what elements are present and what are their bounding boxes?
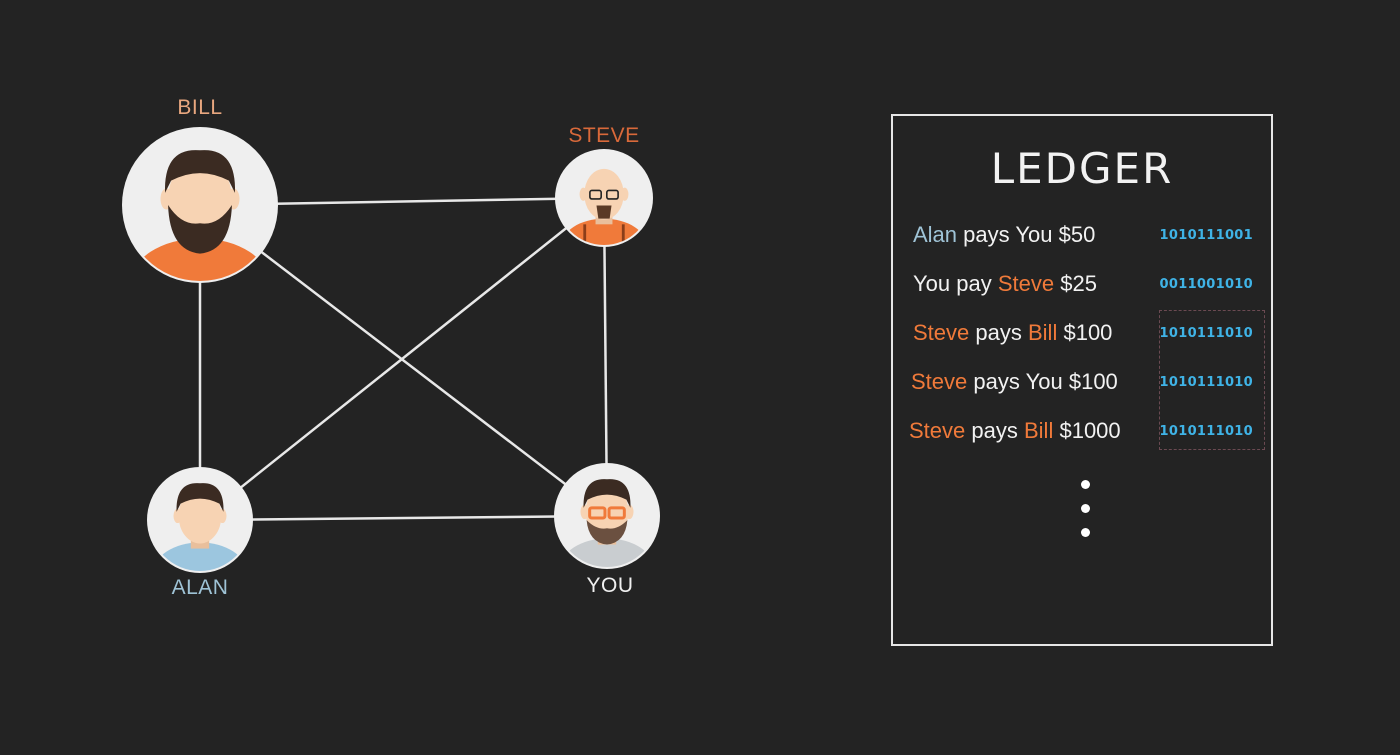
entry-verb: pays bbox=[971, 418, 1018, 443]
ledger-entry: Steve pays You $100 bbox=[911, 369, 1118, 395]
ledger-title: LEDGER bbox=[990, 144, 1174, 193]
entry-amount: $100 bbox=[1068, 369, 1118, 394]
entry-payer: You bbox=[913, 271, 951, 296]
avatar-you bbox=[554, 463, 660, 569]
entry-amount: $50 bbox=[1058, 222, 1096, 247]
edge-steve-alan bbox=[199, 197, 605, 521]
entry-payer: Steve bbox=[911, 369, 968, 394]
hash-highlight-box bbox=[1159, 310, 1265, 450]
entry-verb: pay bbox=[956, 271, 992, 296]
entry-payee: Bill bbox=[1028, 320, 1058, 345]
ledger-entry: You pay Steve $25 bbox=[913, 271, 1097, 297]
entry-hash: 0011001010 bbox=[1159, 277, 1253, 292]
entry-amount: $1000 bbox=[1059, 418, 1121, 443]
ledger-entry: Steve pays Bill $100 bbox=[913, 320, 1112, 346]
node-label-you: YOU bbox=[586, 574, 634, 597]
entry-verb: pays bbox=[963, 222, 1010, 247]
avatar-steve bbox=[555, 149, 653, 247]
entry-hash: 1010111010 bbox=[1159, 375, 1253, 390]
entry-verb: pays bbox=[973, 369, 1020, 394]
avatar-alan bbox=[147, 467, 253, 573]
entry-hash: 1010111010 bbox=[1159, 424, 1253, 439]
entry-payer: Alan bbox=[913, 222, 958, 247]
edge-alan-you bbox=[199, 514, 608, 522]
entry-amount: $25 bbox=[1060, 271, 1097, 296]
entry-hash: 1010111001 bbox=[1159, 228, 1253, 243]
entry-payer: Steve bbox=[913, 320, 970, 345]
node-label-alan: ALAN bbox=[171, 576, 229, 599]
entry-verb: pays bbox=[975, 320, 1022, 345]
entry-payee: You bbox=[1025, 369, 1063, 394]
avatar-bill bbox=[122, 127, 278, 283]
entry-payee: You bbox=[1015, 222, 1053, 247]
edge-bill-you bbox=[199, 204, 608, 517]
node-label-steve: STEVE bbox=[568, 124, 640, 147]
ledger-panel: LEDGER Alan pays You $50 1010111001 You … bbox=[891, 114, 1273, 646]
entry-payee: Bill bbox=[1024, 418, 1054, 443]
entry-payee: Steve bbox=[997, 271, 1055, 296]
ledger-entry: Alan pays You $50 bbox=[913, 222, 1095, 248]
node-label-bill: BILL bbox=[177, 96, 223, 119]
edge-steve-you bbox=[602, 197, 609, 517]
ledger-entry: Steve pays Bill $1000 bbox=[909, 418, 1121, 444]
entry-hash: 1010111010 bbox=[1159, 326, 1253, 341]
entry-amount: $100 bbox=[1063, 320, 1113, 345]
entry-payer: Steve bbox=[909, 418, 966, 443]
